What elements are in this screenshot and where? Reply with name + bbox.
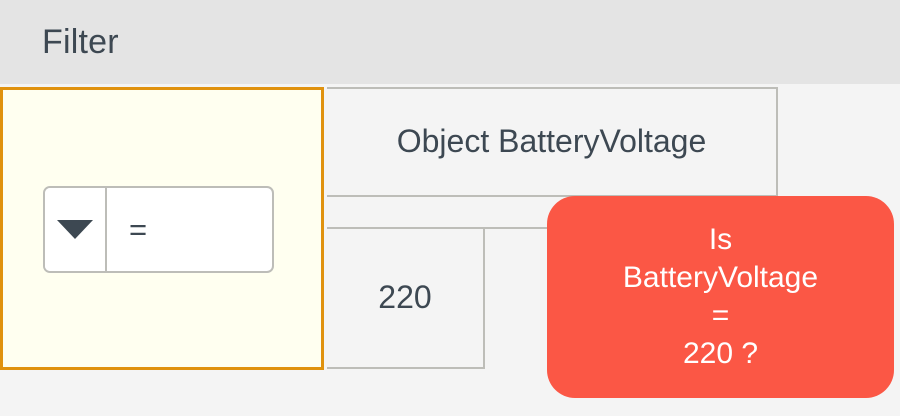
callout-line-2: BatteryVoltage (622, 261, 819, 294)
filter-canvas: Object BatteryVoltage 220 = Is BatteryVo… (0, 84, 900, 416)
callout-line-1: Is (708, 223, 733, 256)
filter-operator-panel[interactable]: = (0, 87, 324, 370)
filter-field-box[interactable]: Object BatteryVoltage (327, 87, 778, 197)
callout-line-4: 220 ? (682, 337, 759, 370)
filter-field-label: Object BatteryVoltage (396, 123, 707, 160)
filter-value-label: 220 (378, 279, 432, 316)
header-bar: Filter (0, 0, 900, 84)
callout-line-3: = (711, 299, 730, 332)
filter-explanation-callout: Is BatteryVoltage = 220 ? (547, 196, 894, 398)
chevron-down-icon (57, 220, 93, 239)
operator-value-field[interactable]: = (129, 212, 148, 247)
operator-combo[interactable]: = (43, 186, 274, 273)
operator-dropdown-button[interactable] (45, 188, 107, 271)
page-title: Filter (42, 23, 119, 61)
filter-value-box[interactable]: 220 (327, 227, 485, 369)
